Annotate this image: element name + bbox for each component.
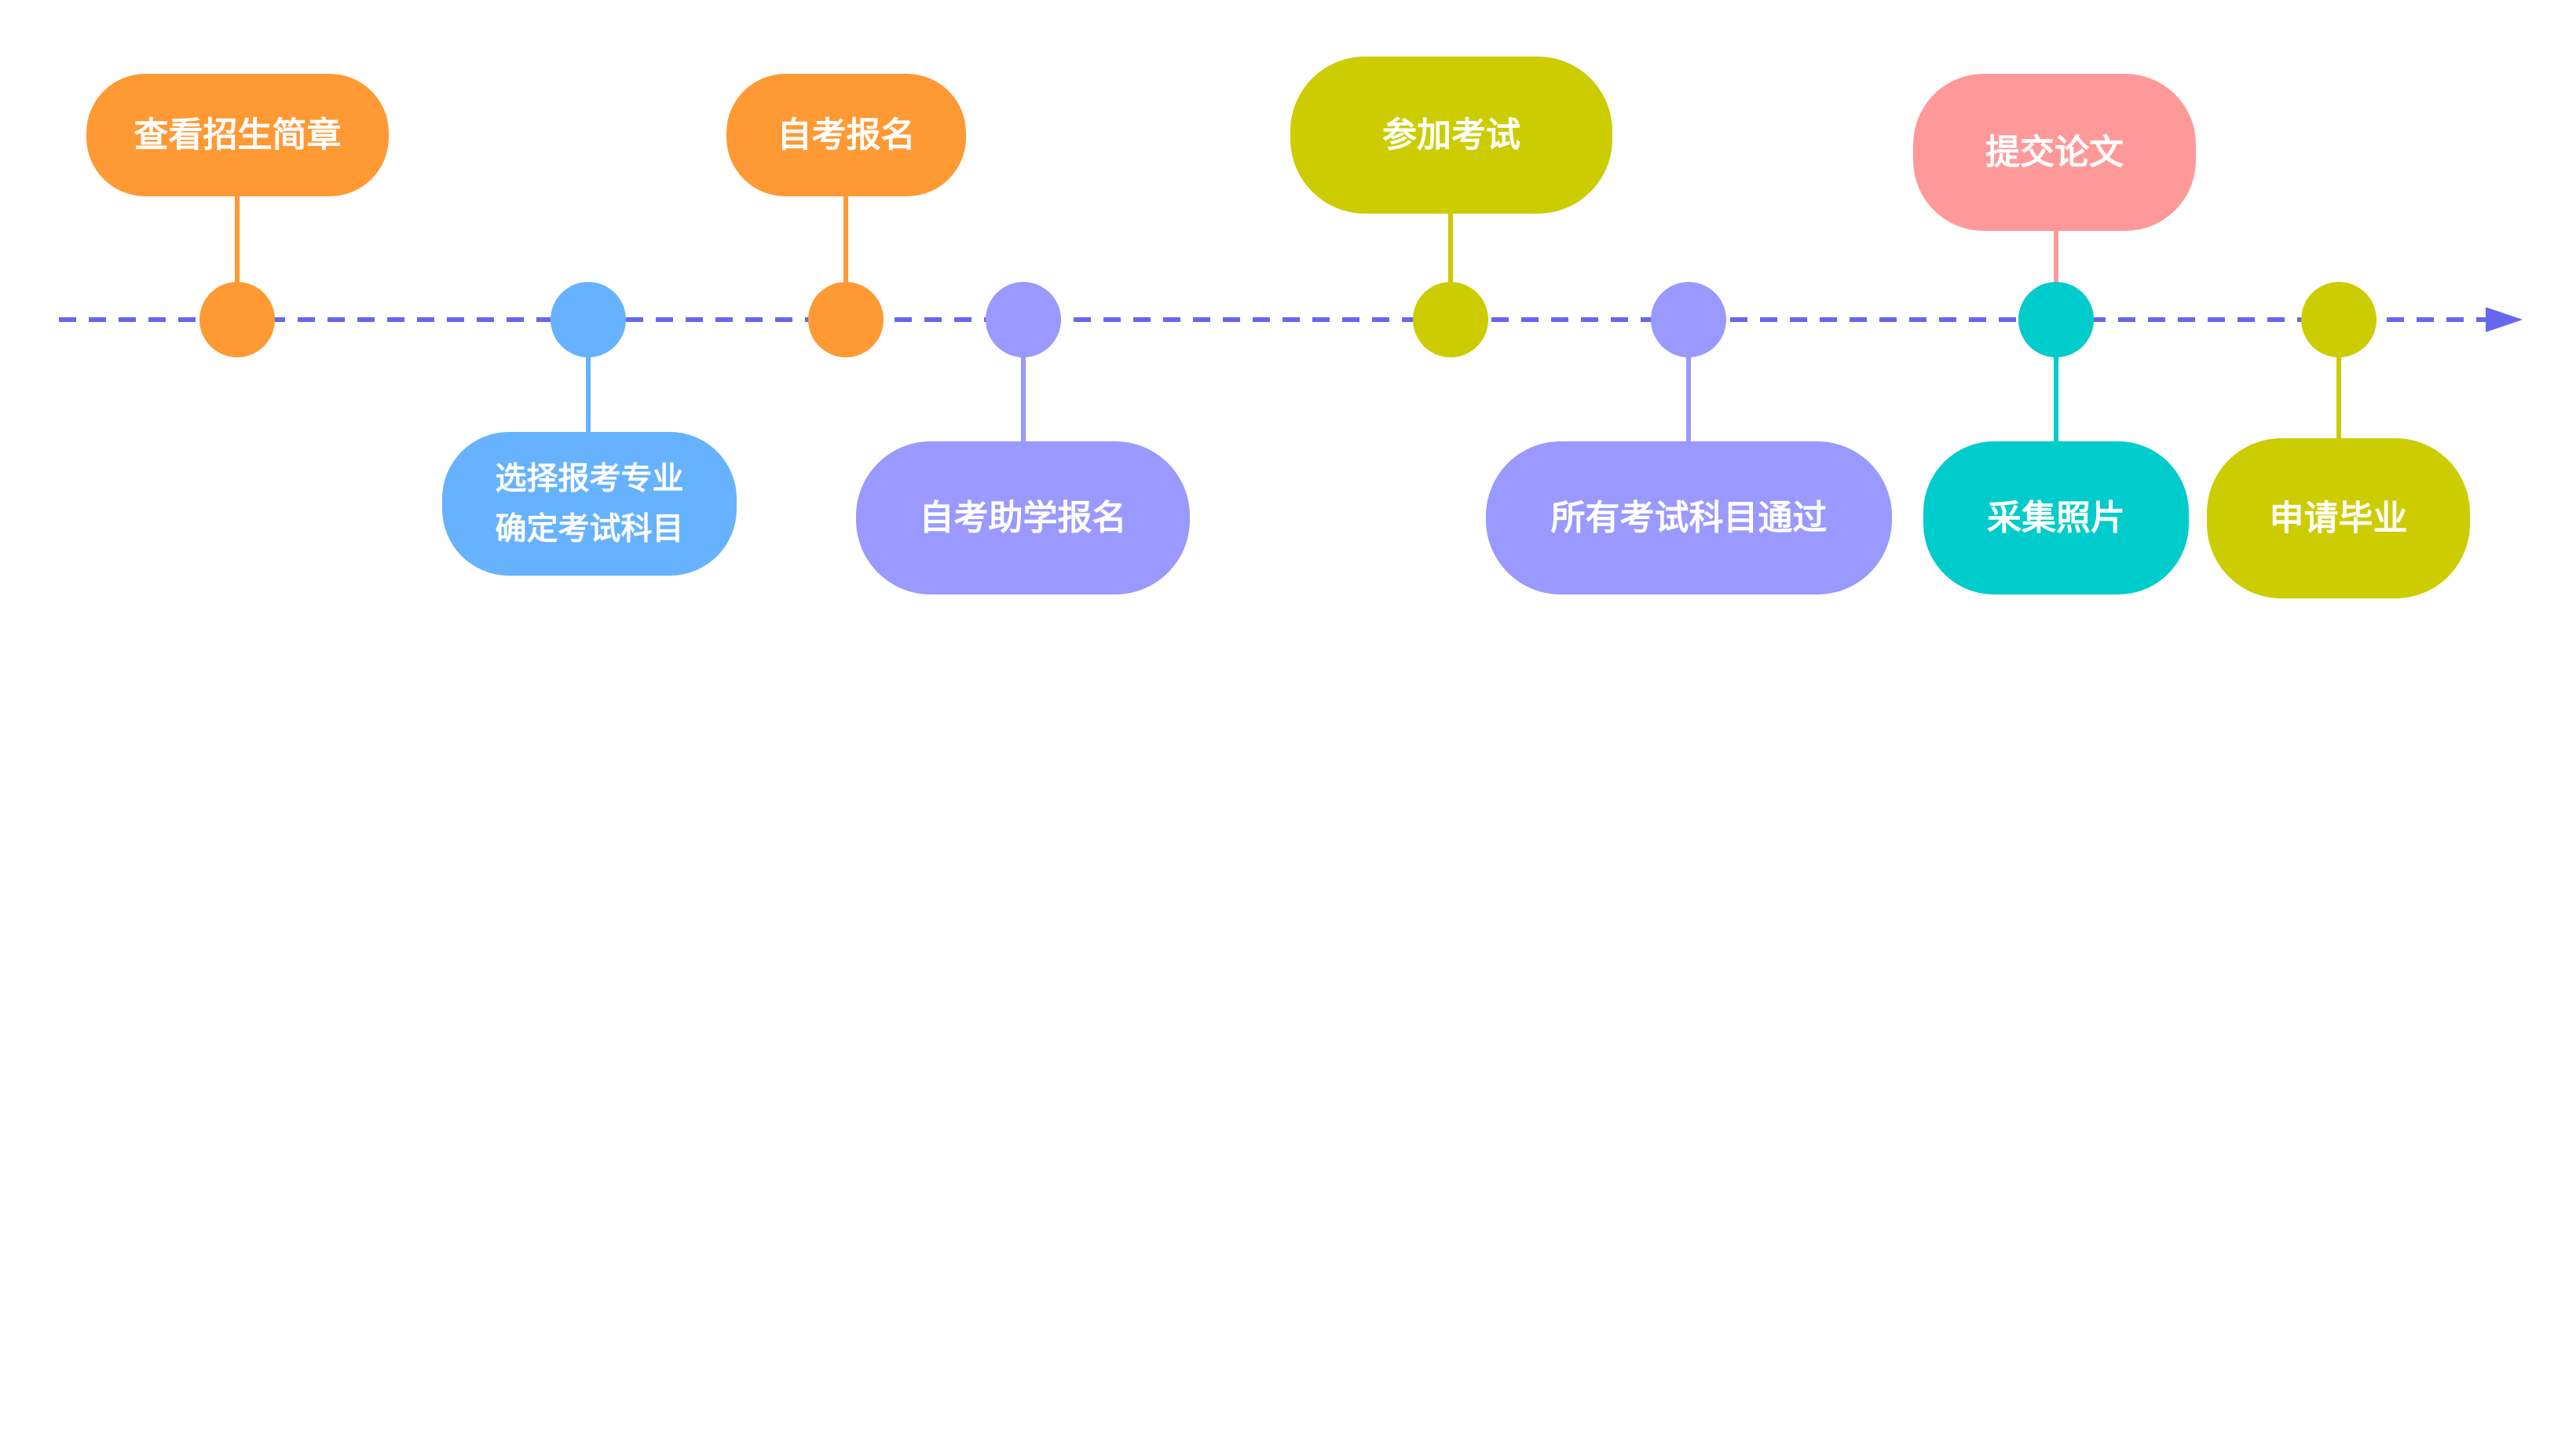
step-bubble — [86, 74, 389, 196]
step-bubble — [1486, 441, 1892, 594]
timeline-node — [1413, 282, 1488, 357]
step-bubble — [726, 74, 966, 196]
step-label: 参加考试 — [1382, 115, 1520, 155]
timeline-node — [986, 282, 1061, 357]
step-label: 查看招生简章 — [134, 115, 342, 155]
timeline-node — [1651, 282, 1726, 357]
step-label: 自考助学报名 — [920, 498, 1127, 538]
step-label: 采集照片 — [1987, 498, 2125, 538]
step-label: 选择报考专业 — [496, 461, 684, 497]
step-assisted-registration: 自考助学报名 — [856, 282, 1190, 594]
timeline-node — [199, 282, 275, 357]
step-apply-graduation: 申请毕业 — [2207, 282, 2470, 598]
timeline-node — [551, 282, 626, 357]
step-bubble — [1913, 74, 2196, 231]
step-bubble — [2207, 438, 2470, 598]
step-label: 申请毕业 — [2270, 499, 2408, 539]
step-bubble — [1290, 57, 1612, 214]
step-label: 自考报名 — [778, 115, 916, 155]
timeline-node — [2018, 282, 2094, 357]
step-self-study-registration: 自考报名 — [726, 74, 966, 357]
timeline-arrowhead — [2486, 307, 2523, 332]
step-view-brochure: 查看招生简章 — [86, 74, 389, 357]
timeline-node — [808, 282, 884, 357]
step-bubble — [1923, 441, 2189, 594]
timeline-node — [2301, 282, 2377, 357]
step-take-exam: 参加考试 — [1290, 57, 1612, 357]
step-pass-all-subjects: 所有考试科目通过 — [1486, 282, 1892, 594]
step-bubble — [442, 432, 737, 576]
step-label: 提交论文 — [1985, 133, 2124, 173]
step-bubble — [856, 441, 1190, 594]
step-collect-photo: 采集照片 — [1923, 282, 2189, 594]
step-label: 所有考试科目通过 — [1551, 498, 1828, 538]
step-label: 确定考试科目 — [496, 511, 684, 547]
